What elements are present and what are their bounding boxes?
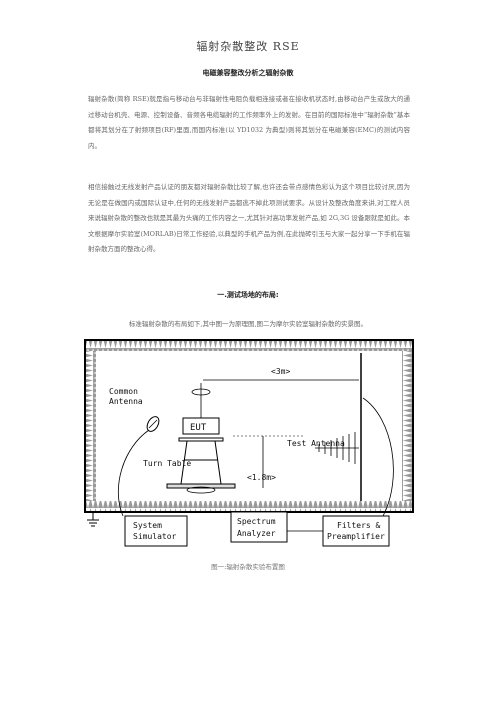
preamplifier-label: Preamplifier — [327, 532, 385, 541]
section-intro: 标准辐射杂散的布局如下,其中图一为原理图,图二为摩尔实验室辐射杂散的实景图。 — [128, 320, 368, 328]
document-title: 辐射杂散整改 RSE — [196, 40, 300, 53]
spectrum-analyzer-label: Spectrum — [237, 517, 276, 526]
absorber-left — [86, 351, 96, 501]
section-heading: 一.测试场地的布局: — [217, 291, 279, 299]
figure-caption: 图一:辐射杂散实验布置图 — [211, 563, 285, 571]
test-antenna-label: Test Antenna — [287, 439, 345, 448]
test-antenna-icon — [315, 432, 359, 464]
distance-3m-label: <3m> — [271, 367, 290, 376]
document-subtitle: 电磁兼容整改分析之辐射杂散 — [202, 69, 294, 77]
filters-preamplifier-box — [322, 515, 390, 547]
system-simulator-label-2: Simulator — [133, 532, 177, 541]
test-antenna-cable — [362, 397, 394, 517]
spectrum-analyzer-box — [230, 511, 288, 543]
height-1-8m-label: <1.8m> — [247, 473, 276, 482]
paragraph-1: 辐射杂散(简称 RSE)就是指与移动台与非辐射性电阻负载相连接或者在接收机状态时… — [88, 95, 410, 150]
common-antenna-cable — [117, 429, 150, 517]
rse-layout-diagram: Common Antenna EUT Turn Table <3m> <1.8m… — [83, 338, 415, 548]
turn-table-stand — [166, 437, 236, 489]
turn-table-rotation-icon — [186, 486, 216, 494]
turn-table-label: Turn Table — [143, 459, 191, 468]
common-antenna-label-2: Antenna — [109, 397, 143, 406]
system-simulator-box — [124, 515, 188, 547]
eut-label: EUT — [190, 423, 207, 433]
paragraph-2: 相信接触过无线发射产品认证的朋友都对辐射杂散比较了解,也许还会带点感情色彩认为这… — [88, 183, 410, 253]
system-simulator-label: System — [133, 521, 162, 530]
diagram-svg: Common Antenna EUT Turn Table <3m> <1.8m… — [84, 339, 414, 547]
absorber-right — [402, 351, 412, 501]
absorber-bottom — [86, 501, 412, 511]
spectrum-analyzer-label-2: Analyzer — [237, 529, 276, 538]
eut-rotation-icon — [191, 383, 211, 418]
eut-box — [182, 417, 220, 435]
filters-label: Filters & — [337, 521, 381, 530]
absorber-top — [86, 341, 412, 351]
common-antenna-label: Common — [109, 387, 138, 396]
chamber-wall — [84, 339, 414, 513]
common-antenna-icon — [146, 416, 160, 432]
ground-icon — [87, 512, 99, 527]
